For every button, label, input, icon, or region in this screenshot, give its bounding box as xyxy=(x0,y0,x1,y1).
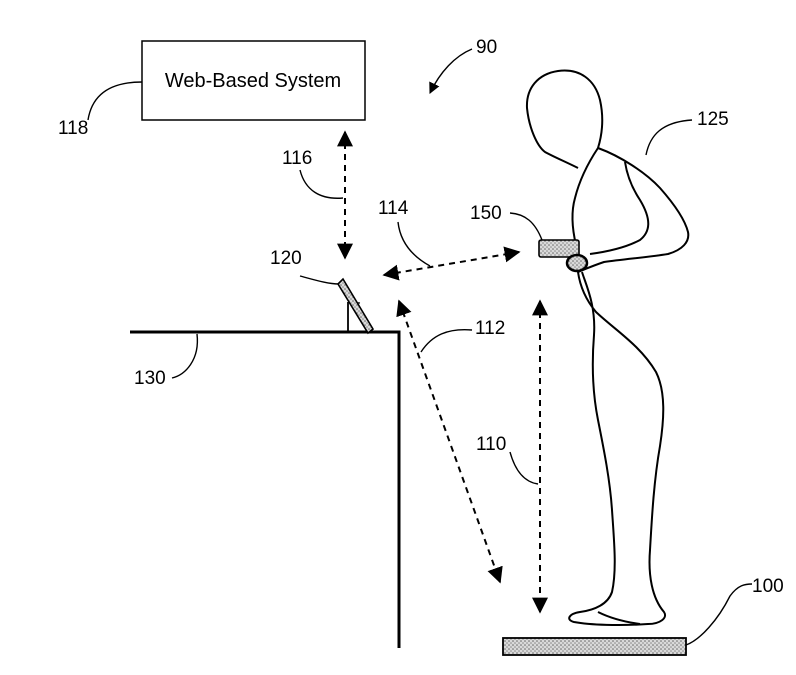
ref-150: 150 xyxy=(470,203,502,224)
ref-116: 116 xyxy=(282,148,312,169)
ref-90: 90 xyxy=(476,37,497,58)
ref-118: 118 xyxy=(58,118,88,139)
leader-150 xyxy=(510,213,542,240)
ref-114: 114 xyxy=(378,198,409,219)
link-114-arrow xyxy=(384,252,519,275)
leader-112 xyxy=(421,330,472,352)
ref-130: 130 xyxy=(134,368,166,389)
tablet-device xyxy=(338,279,373,333)
wrist-device xyxy=(567,255,587,271)
table xyxy=(130,332,399,648)
leader-125 xyxy=(646,120,692,155)
figure-number-arrow xyxy=(430,49,472,93)
ref-100: 100 xyxy=(752,576,784,597)
leader-110 xyxy=(510,452,538,484)
ref-120: 120 xyxy=(270,248,302,269)
scale-platform xyxy=(503,638,686,655)
leader-120 xyxy=(300,276,339,284)
web-based-system-label: Web-Based System xyxy=(165,70,341,92)
ref-112: 112 xyxy=(475,318,505,339)
leader-130 xyxy=(172,334,197,378)
leader-116 xyxy=(300,170,343,198)
leader-114 xyxy=(398,222,430,266)
leader-118 xyxy=(88,82,142,120)
person-silhouette xyxy=(527,71,688,625)
web-based-system-box: Web-Based System xyxy=(142,41,365,120)
ref-125: 125 xyxy=(697,109,729,130)
leader-100 xyxy=(686,584,752,645)
ref-110: 110 xyxy=(476,434,506,455)
